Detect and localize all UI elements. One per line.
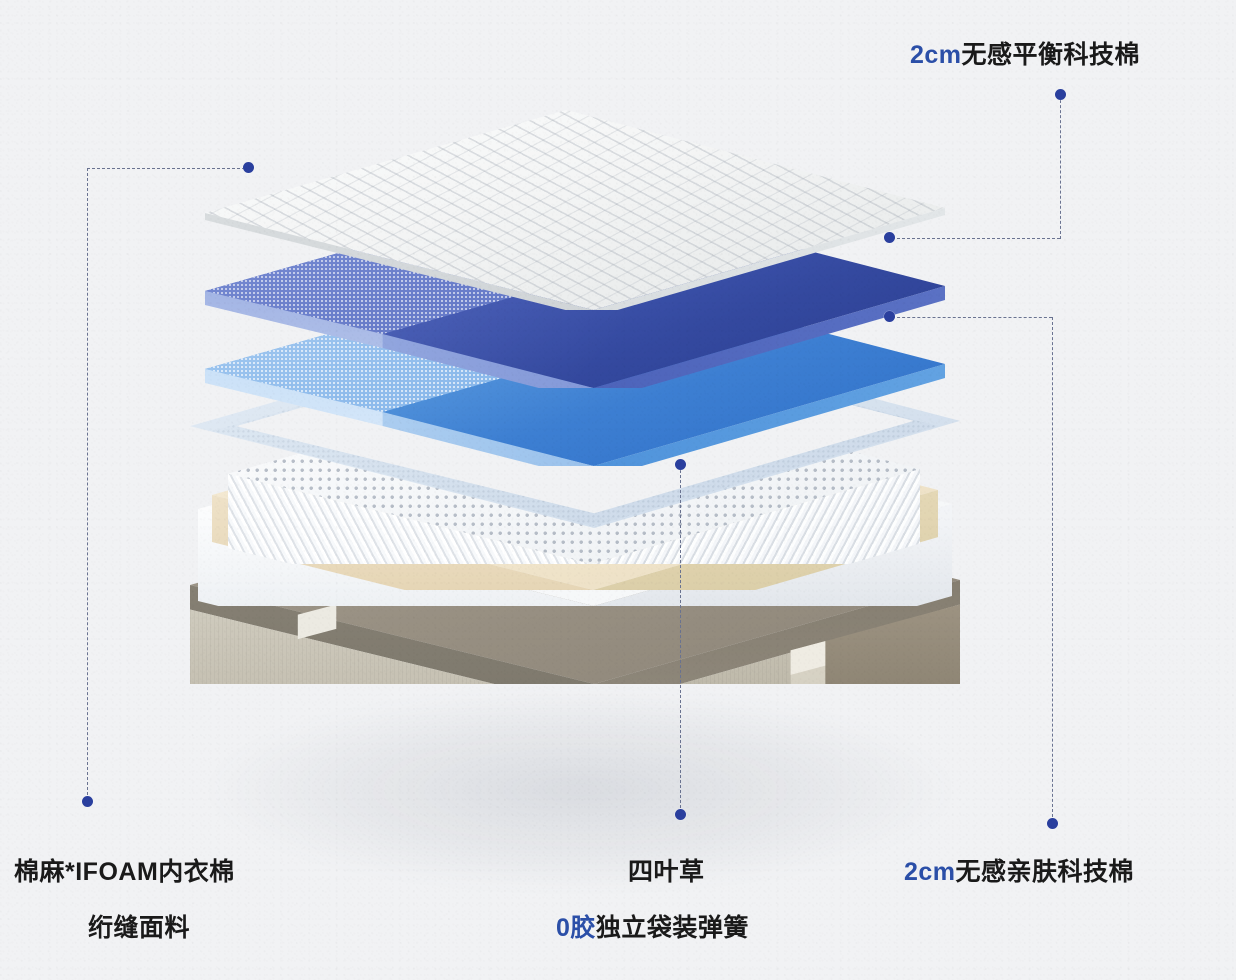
- label-clover-rest: 独立袋装弹簧: [595, 914, 749, 942]
- label-skin-rest: 无感亲肤科技棉: [955, 858, 1135, 886]
- leader-bottom-right-anchor-dot: [884, 311, 895, 322]
- leader-top-right-vertical: [1060, 95, 1061, 239]
- leader-bottom-center-anchor-dot: [675, 459, 686, 470]
- leader-bottom-right-vertical: [1052, 317, 1053, 822]
- quilted-fabric-face: [205, 110, 945, 310]
- layer-quilted-fabric-cover: [205, 110, 945, 310]
- leader-bottom-left-vertical: [87, 168, 88, 800]
- label-clover-line1: 四叶草: [628, 858, 705, 886]
- leader-bottom-center-vertical: [680, 465, 681, 813]
- ground-shadow: [210, 690, 950, 890]
- label-skin-friendly-tech-cotton: 2cm无感亲肤科技棉: [904, 852, 1134, 888]
- label-skin-highlight: 2cm: [904, 858, 956, 886]
- leader-bottom-right-horizontal: [892, 317, 1052, 318]
- label-balance-rest: 无感平衡科技棉: [961, 41, 1141, 69]
- leader-bottom-left-horizontal: [87, 168, 245, 169]
- leader-bottom-right-end-dot: [1047, 818, 1058, 829]
- label-cotton-linen-line1: 棉麻*IFOAM内衣棉: [14, 858, 235, 886]
- label-balance-tech-cotton: 2cm无感平衡科技棉: [910, 35, 1140, 71]
- label-clover-line2: 0胶独立袋装弹簧: [556, 908, 749, 944]
- leader-bottom-left-anchor-dot: [243, 162, 254, 173]
- label-clover-highlight: 0胶: [556, 914, 596, 942]
- leader-top-right-end-dot: [1055, 89, 1066, 100]
- label-cotton-linen-line2: 绗缝面料: [88, 914, 191, 942]
- leader-bottom-left-end-dot: [82, 796, 93, 807]
- leader-top-right-horizontal: [892, 238, 1060, 239]
- leader-top-right-anchor-dot: [884, 232, 895, 243]
- label-balance-highlight: 2cm: [910, 41, 962, 69]
- leader-bottom-center-end-dot: [675, 809, 686, 820]
